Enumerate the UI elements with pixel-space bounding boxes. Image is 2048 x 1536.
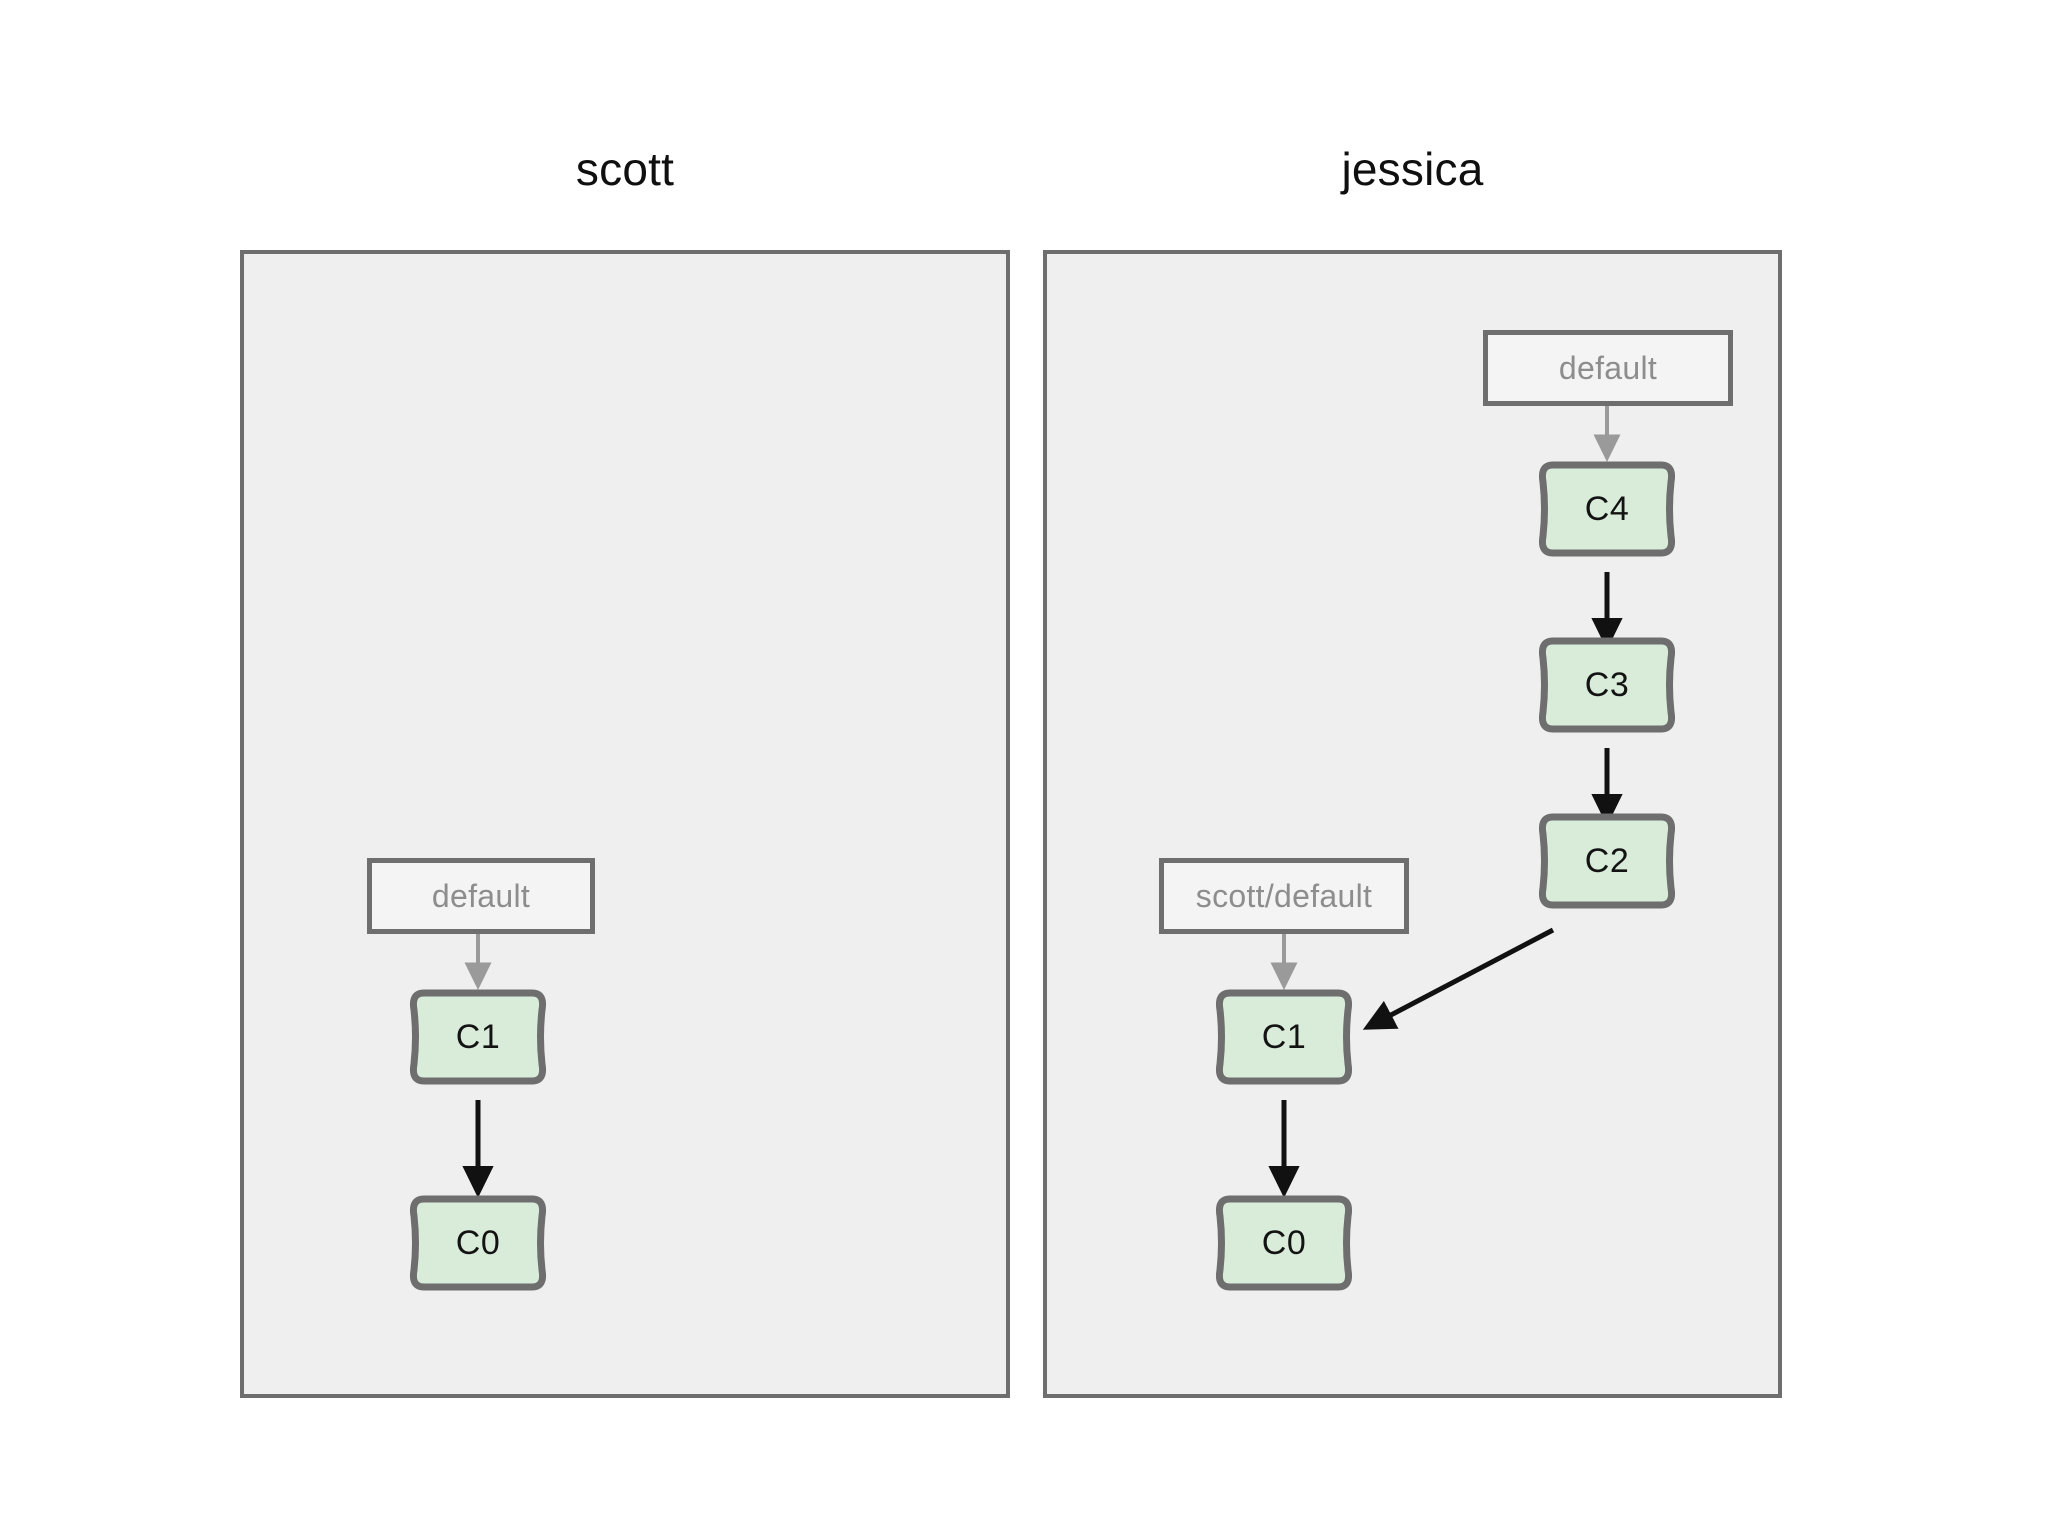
commit-node-scott-c0[interactable]: C0 <box>406 1194 550 1292</box>
commit-shape <box>1539 813 1675 909</box>
commit-node-jessica-c3[interactable]: C3 <box>1535 636 1679 734</box>
commit-shape <box>1539 461 1675 557</box>
commit-label: C1 <box>455 1017 501 1056</box>
commit-label: C1 <box>1261 1017 1307 1056</box>
commit-node-jessica-c4[interactable]: C4 <box>1535 460 1679 558</box>
commit-label: C0 <box>455 1223 501 1262</box>
panel-title-jessica: jessica <box>1341 143 1484 195</box>
commit-shape <box>1539 637 1675 733</box>
commit-label: C3 <box>1584 665 1630 704</box>
branch-label-scott-default[interactable]: default <box>367 858 595 934</box>
panel-title-scott: scott <box>575 143 675 195</box>
commit-label: C2 <box>1584 841 1630 880</box>
subgraph-panel-scott <box>240 250 1010 1398</box>
commit-label: C4 <box>1584 489 1630 528</box>
branch-label-text: scott/default <box>1195 877 1373 914</box>
commit-label: C0 <box>1261 1223 1307 1262</box>
commit-shape <box>1216 989 1352 1085</box>
branch-label-jessica-default[interactable]: default <box>1483 330 1733 406</box>
commit-shape <box>410 989 546 1085</box>
branch-label-text: default <box>1558 349 1658 386</box>
commit-node-jessica-c2[interactable]: C2 <box>1535 812 1679 910</box>
branch-label-text: default <box>431 877 531 914</box>
commit-shape <box>410 1195 546 1291</box>
commit-node-scott-c1[interactable]: C1 <box>406 988 550 1086</box>
commit-node-jessica-c1[interactable]: C1 <box>1212 988 1356 1086</box>
branch-label-jessica-scott-default[interactable]: scott/default <box>1159 858 1409 934</box>
commit-node-jessica-c0[interactable]: C0 <box>1212 1194 1356 1292</box>
commit-shape <box>1216 1195 1352 1291</box>
